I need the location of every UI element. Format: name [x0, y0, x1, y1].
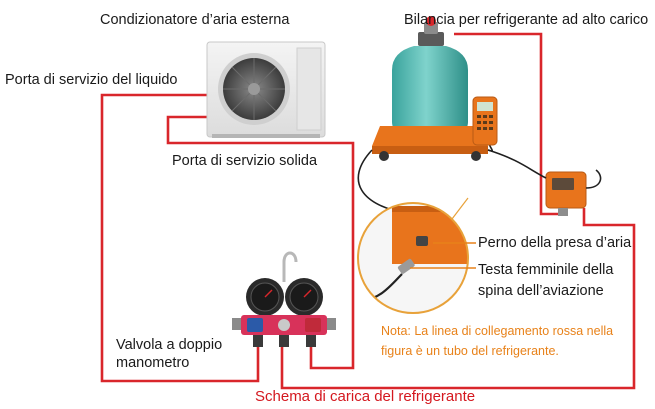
note-line2: figura è un tubo del refrigerante. [381, 344, 559, 358]
charge-line-pipe [280, 208, 636, 390]
refrigerant-pipes [100, 32, 636, 390]
refrigerant-cylinder [392, 16, 468, 132]
liquid-port-label: Porta di servizio del liquido [5, 72, 178, 88]
scale-display-handset [472, 96, 498, 146]
outdoor-unit-label: Condizionatore d’aria esterna [100, 12, 290, 28]
aviation-plug-label-line1: Testa femminile della [478, 262, 614, 278]
solid-port-label: Porta di servizio solida [172, 153, 318, 169]
callout-leaders [410, 242, 476, 269]
solid-line-pipe [166, 115, 355, 370]
manifold-label-line2: manometro [116, 355, 190, 371]
outdoor-unit [206, 41, 326, 138]
scale-label: Bilancia per refrigerante ad alto carico [404, 12, 649, 28]
charging-valve [545, 169, 602, 216]
note-line1: Nota: La linea di collegamento rossa nel… [381, 324, 614, 338]
charging-scale [372, 126, 494, 161]
diagram-caption: Schema di carica del refrigerante [255, 388, 476, 405]
aviation-plug-label-line2: spina dell’aviazione [478, 283, 604, 299]
cylinder-line-pipe [454, 32, 560, 216]
manifold-label-line1: Valvola a doppio [116, 337, 223, 353]
liquid-line-pipe [100, 93, 260, 383]
zoom-detail-circle [357, 197, 469, 314]
manifold-gauge [232, 251, 336, 347]
air-pin-label: Perno della presa d’aria [478, 235, 632, 251]
